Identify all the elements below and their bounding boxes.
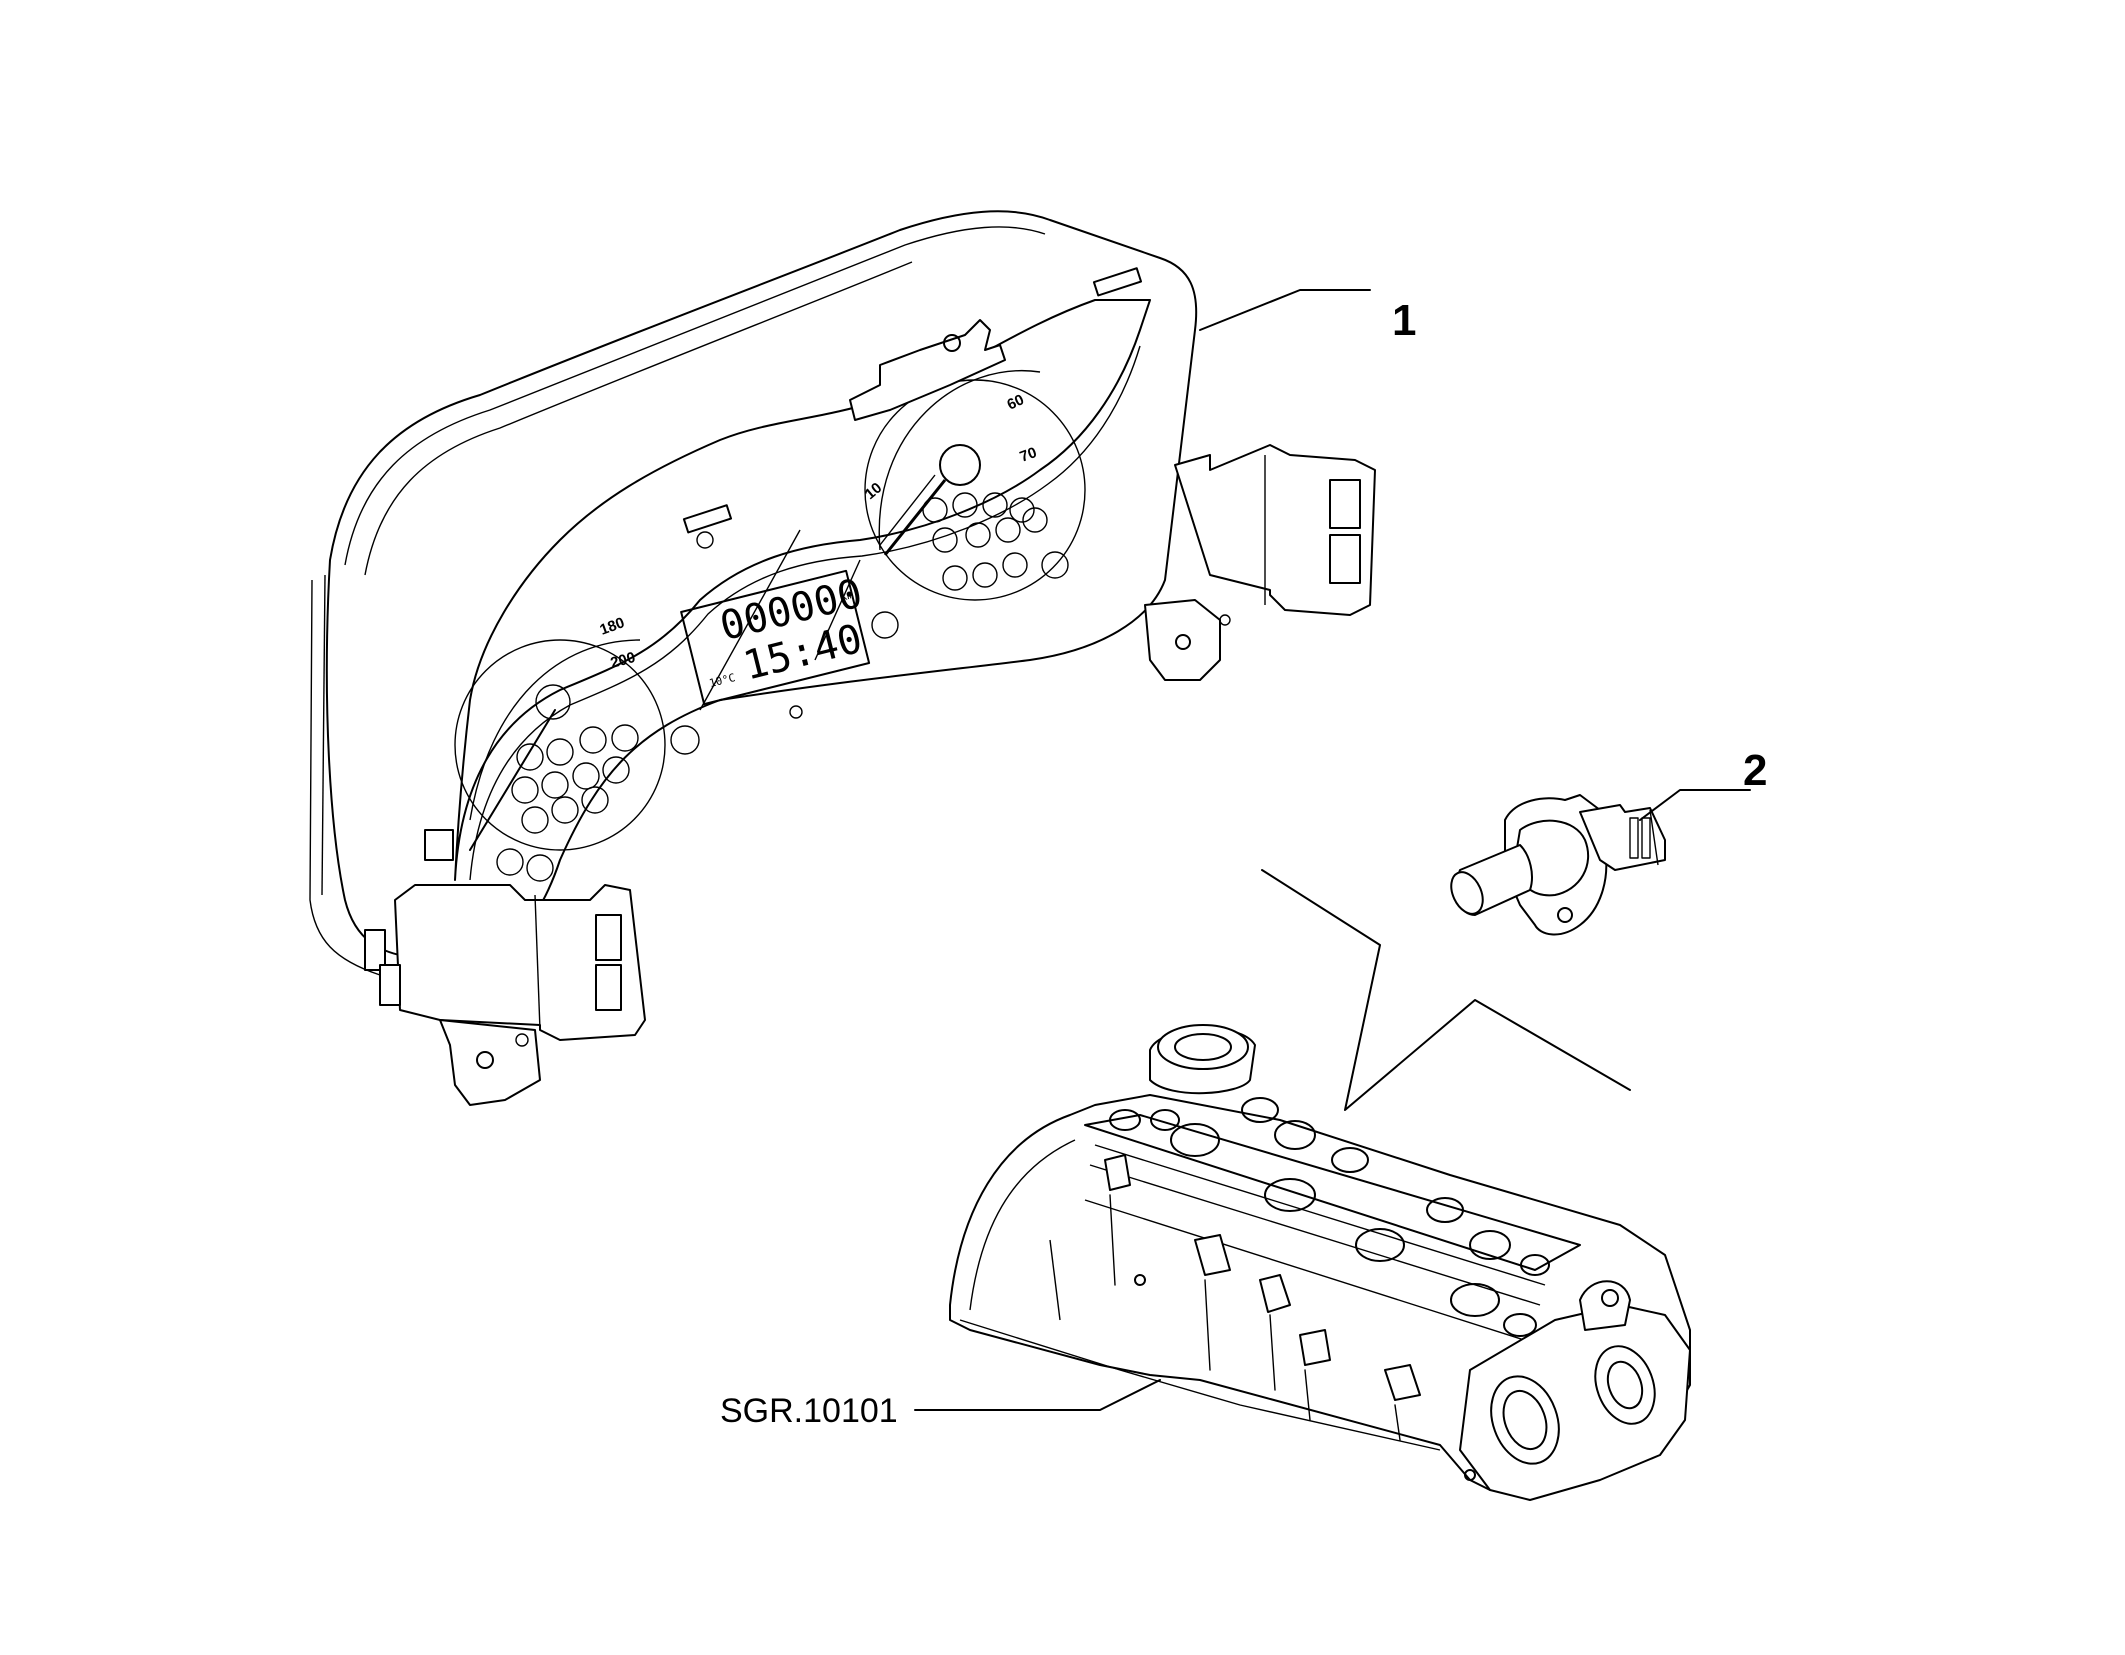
cluster-left-connector <box>394 884 646 1041</box>
left-gauge-warning-lamps <box>496 724 700 882</box>
leader-line-ref <box>914 1379 1161 1411</box>
callout-reference: SGR.10101 <box>720 1392 898 1430</box>
sensor-connector <box>1579 804 1666 871</box>
callout-1: 1 <box>1392 296 1416 345</box>
lcd-unit: km <box>839 588 855 604</box>
side-tubes <box>1104 1154 1421 1441</box>
instrument-cluster: 180 200 000000 km 10°C 15:40 10 60 70 <box>309 210 1376 1106</box>
reference-arrow <box>1261 869 1631 1111</box>
right-gauge-warning-lamps <box>871 492 1069 639</box>
left-gauge-label: 200 <box>609 649 638 672</box>
cluster-right-connector <box>1174 444 1376 616</box>
leader-line-1 <box>1199 289 1371 331</box>
cluster-face-outline <box>454 299 1151 881</box>
callout-2: 2 <box>1743 746 1767 795</box>
left-gauge-dial <box>454 639 666 851</box>
lcd-display <box>680 569 871 706</box>
cylinder-head <box>949 1024 1691 1501</box>
leader-line-2 <box>1639 789 1751 821</box>
right-gauge-label: 70 <box>1018 444 1039 466</box>
right-gauge-label: 60 <box>1005 391 1027 413</box>
speed-sensor <box>1450 794 1666 936</box>
lcd-temperature: 10°C <box>708 671 737 690</box>
cluster-top-bracket <box>849 319 1006 421</box>
